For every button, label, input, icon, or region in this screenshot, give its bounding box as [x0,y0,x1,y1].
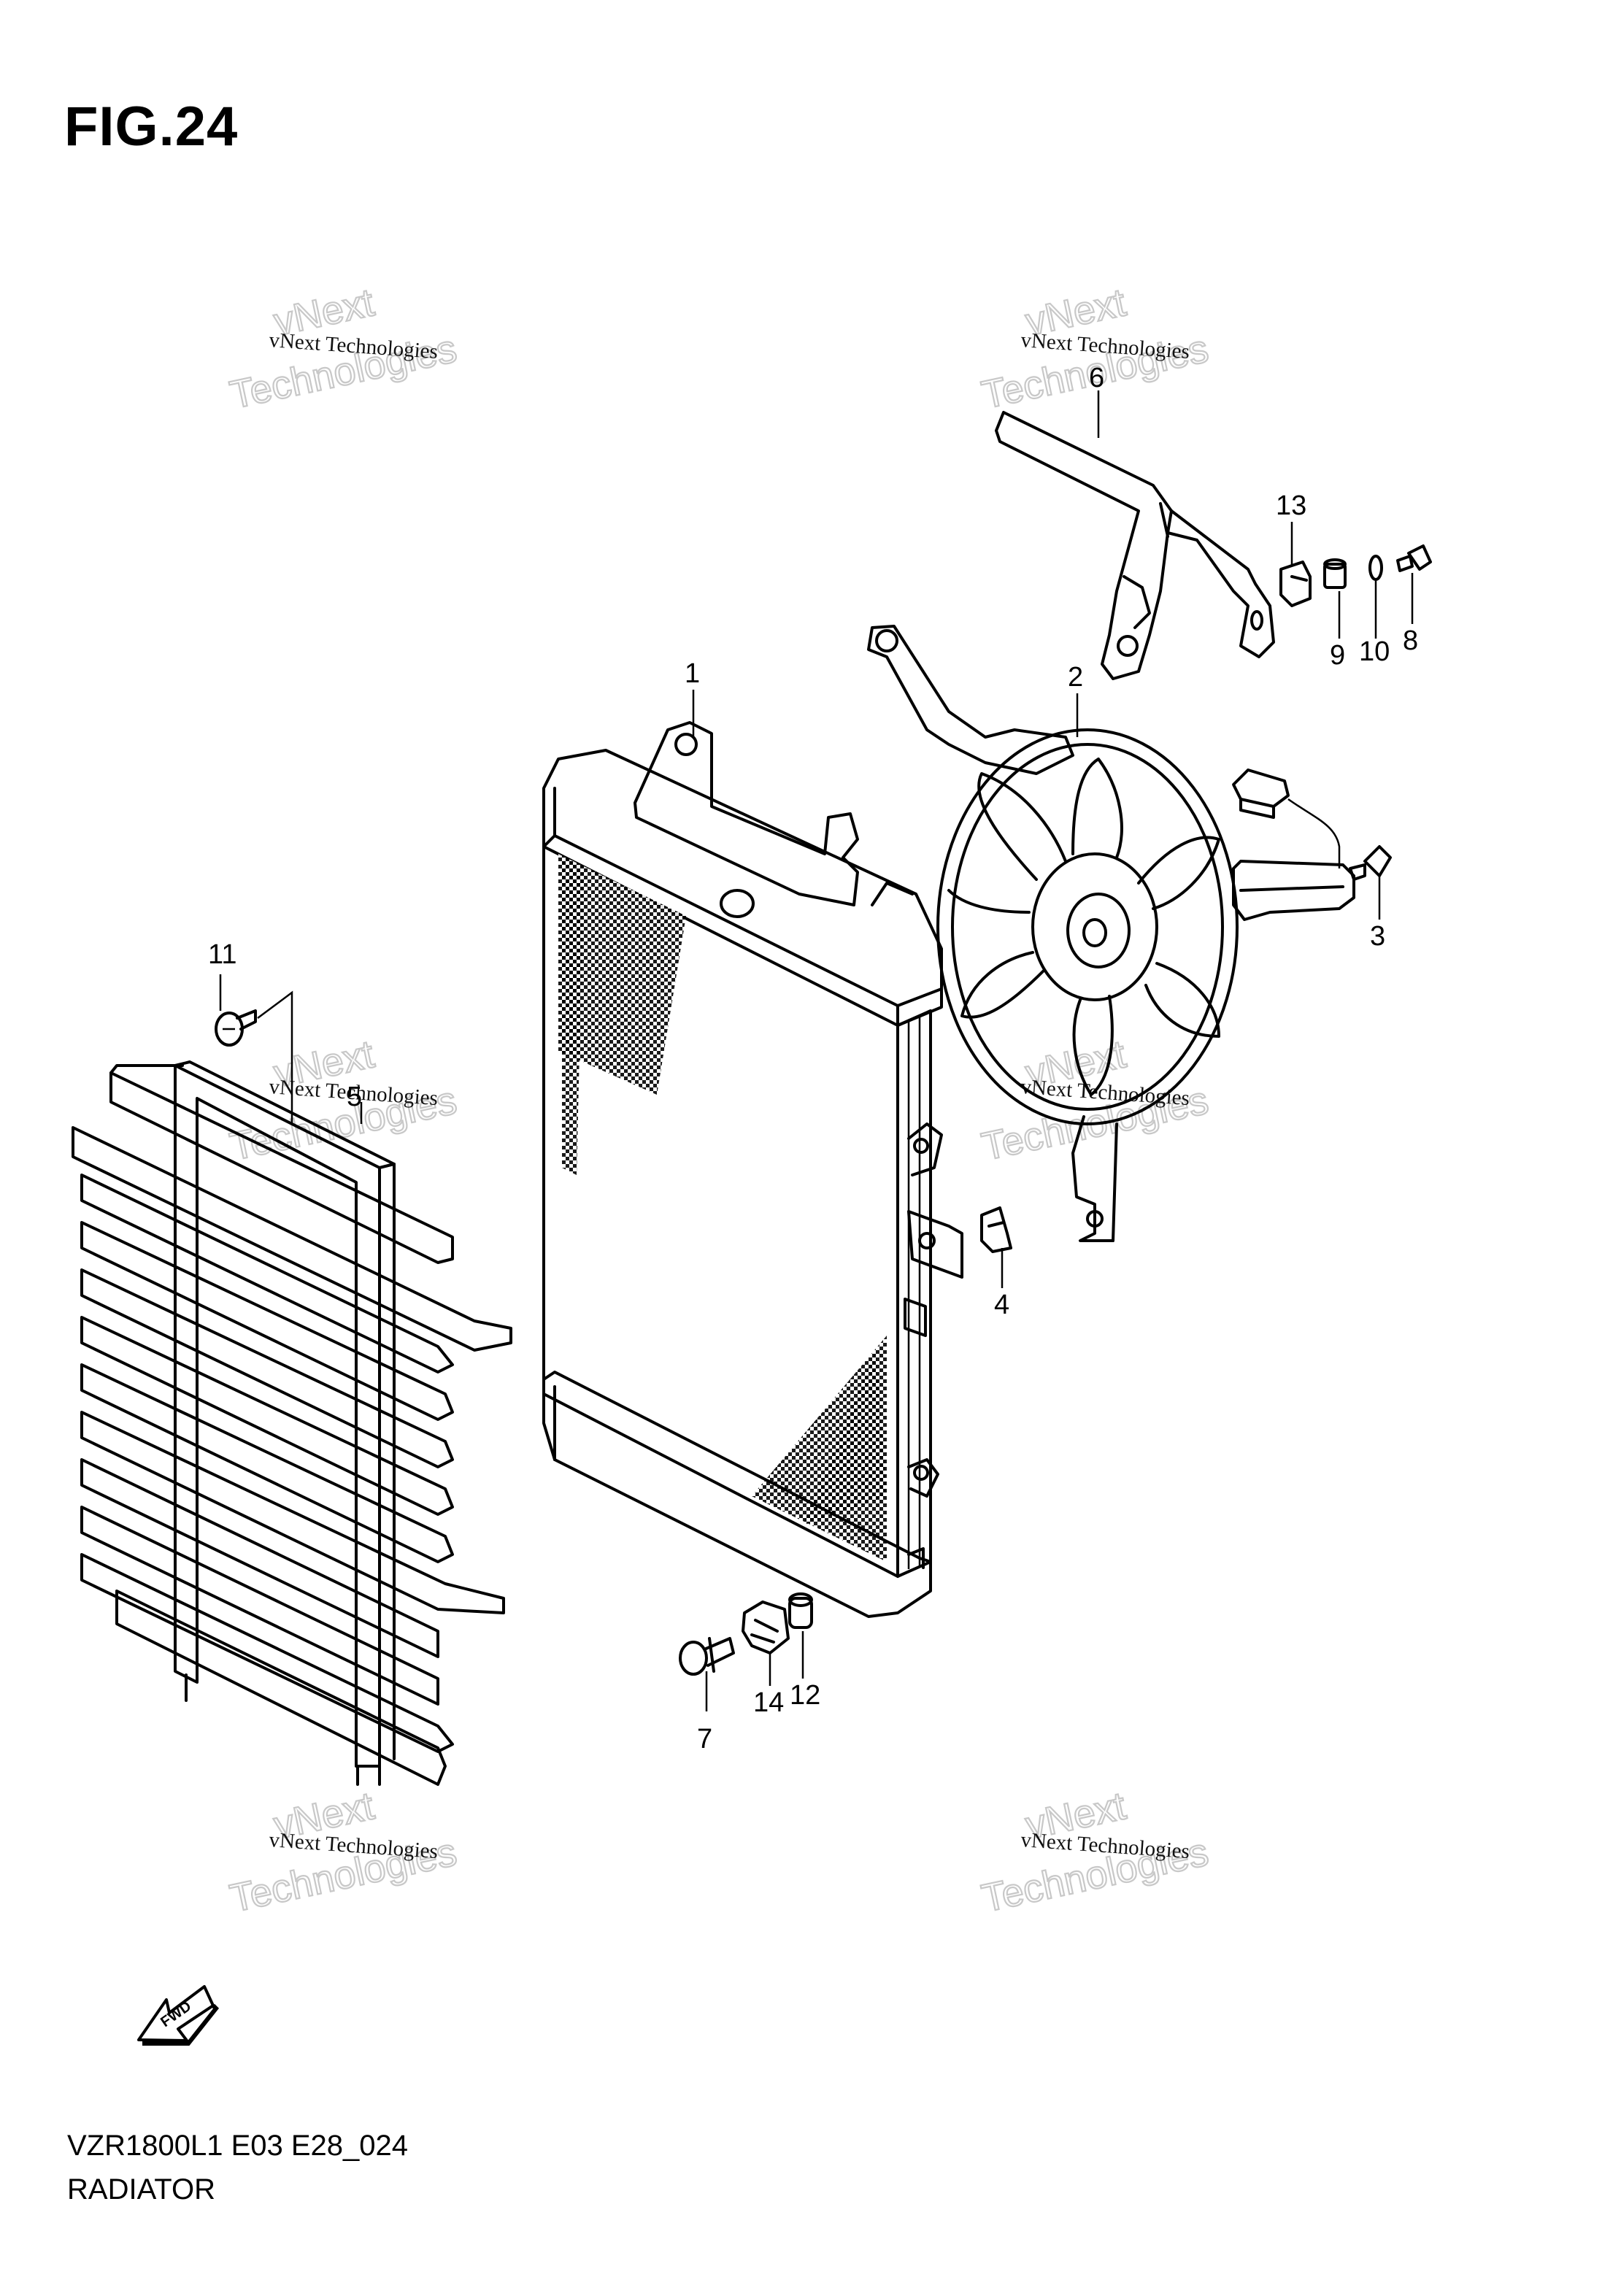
grommet-13-part [1279,560,1312,607]
callout-10: 10 [1359,636,1390,667]
watermark-top-left: vNext Technologies vNext Technologies [226,280,461,418]
callout-9: 9 [1330,640,1345,671]
callout-6: 6 [1089,363,1104,393]
model-code: VZR1800L1 E03 E28_024 [67,2130,409,2162]
figure-title: FIG.24 [64,96,239,158]
callout-3: 3 [1370,921,1385,952]
bolt-7-part [679,1637,735,1676]
clip-4-part [980,1206,1012,1253]
callout-11: 11 [208,939,236,970]
callout-2: 2 [1068,662,1083,693]
watermark-bottom-left: vNext Technologies vNext Technologies [226,1783,461,1922]
watermark-mid-right: vNext Technologies vNext Technologies [977,1031,1213,1170]
screw-11-part [215,1009,257,1047]
shroud-grill-part [72,1060,512,1786]
callout-5: 5 [347,1082,362,1112]
watermark-top-right: vNext Technologies vNext Technologies [977,280,1213,418]
watermark-bottom-right: vNext Technologies vNext Technologies [977,1783,1213,1922]
collar-9-part [1323,558,1347,589]
fan-motor-part [867,625,1355,1242]
radiator-part [542,721,963,1618]
washer-10-part [1368,555,1383,581]
callout-1: 1 [685,658,700,689]
callout-14: 14 [753,1687,784,1718]
figure-name: RADIATOR [67,2173,215,2206]
callout-labels: 1 2 3 4 5 6 7 8 9 10 11 12 13 14 [208,363,1418,1754]
collar-12-part [788,1592,813,1629]
bolt-8-part [1396,544,1432,572]
callout-12: 12 [790,1680,820,1711]
callout-4: 4 [994,1290,1009,1320]
bracket-part [995,411,1275,680]
callout-7: 7 [697,1724,712,1754]
fwd-arrow-icon: FWD [137,1985,220,2046]
leader-lines [219,390,1414,1711]
callout-8: 8 [1403,625,1418,656]
callout-13: 13 [1276,490,1306,521]
bolt-3-part [1349,845,1392,881]
grommet-14-part [742,1600,790,1654]
